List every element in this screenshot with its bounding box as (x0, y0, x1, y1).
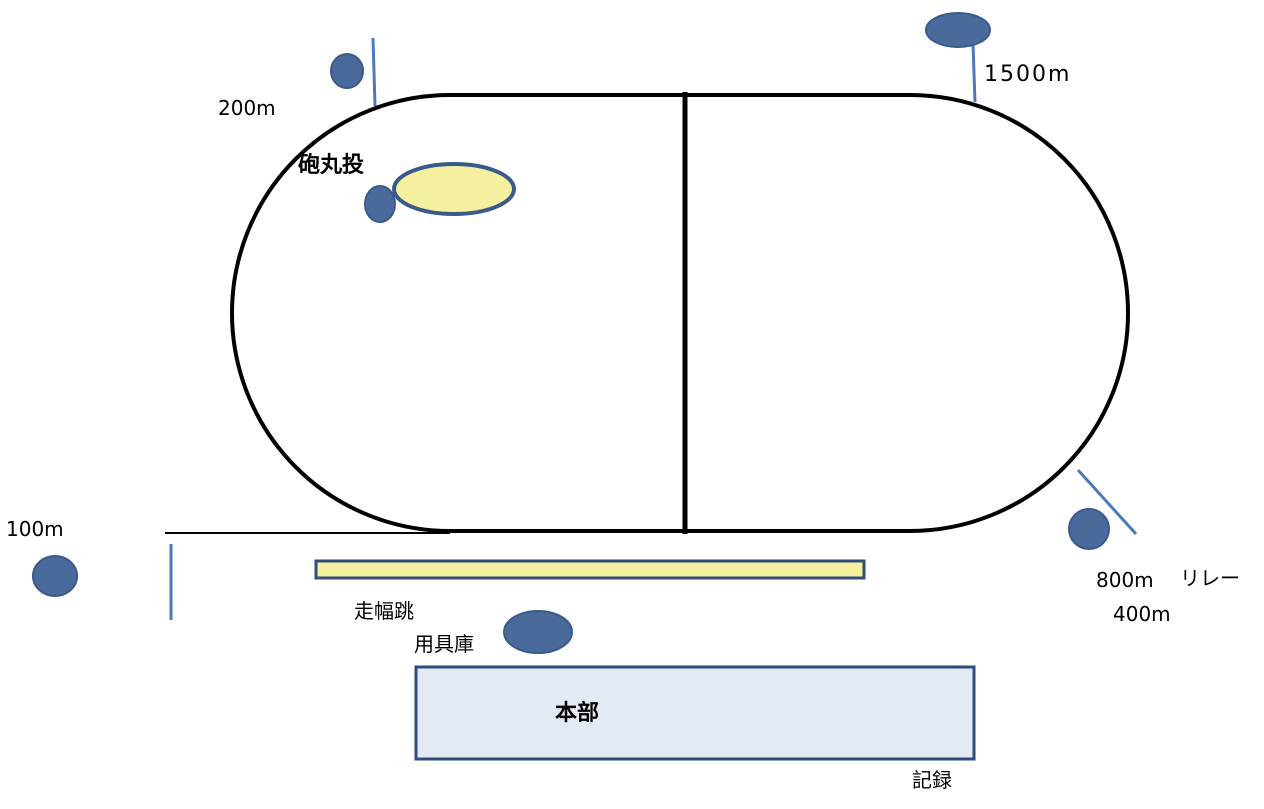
marker-1500m (925, 12, 991, 48)
label-400m: 400m (1113, 602, 1171, 626)
label-100m: 100m (6, 517, 64, 541)
marker-800m (1068, 508, 1110, 550)
label-800m: 800m (1096, 568, 1154, 592)
label-equipment-store: 用具庫 (414, 632, 474, 656)
start-line-1500m (971, 43, 977, 103)
marker-shot-put (364, 185, 396, 223)
track-outline (230, 93, 1130, 533)
label-shot-put: 砲丸投 (298, 153, 365, 178)
label-records: 記録 (912, 768, 952, 792)
start-line-200m (371, 37, 377, 107)
label-relay: リレー (1180, 566, 1240, 590)
label-long-jump: 走幅跳 (354, 599, 414, 623)
marker-equipment-store (503, 610, 573, 654)
label-200m: 200m (218, 96, 276, 120)
start-line-800m (1076, 468, 1138, 536)
marker-100m (32, 555, 78, 597)
headquarters-box (414, 665, 976, 761)
long-jump-runway (314, 559, 866, 580)
label-headquarters: 本部 (555, 701, 600, 726)
shot-put-area (392, 162, 516, 216)
label-1500m: 1500m (984, 62, 1072, 87)
marker-200m (330, 53, 364, 89)
